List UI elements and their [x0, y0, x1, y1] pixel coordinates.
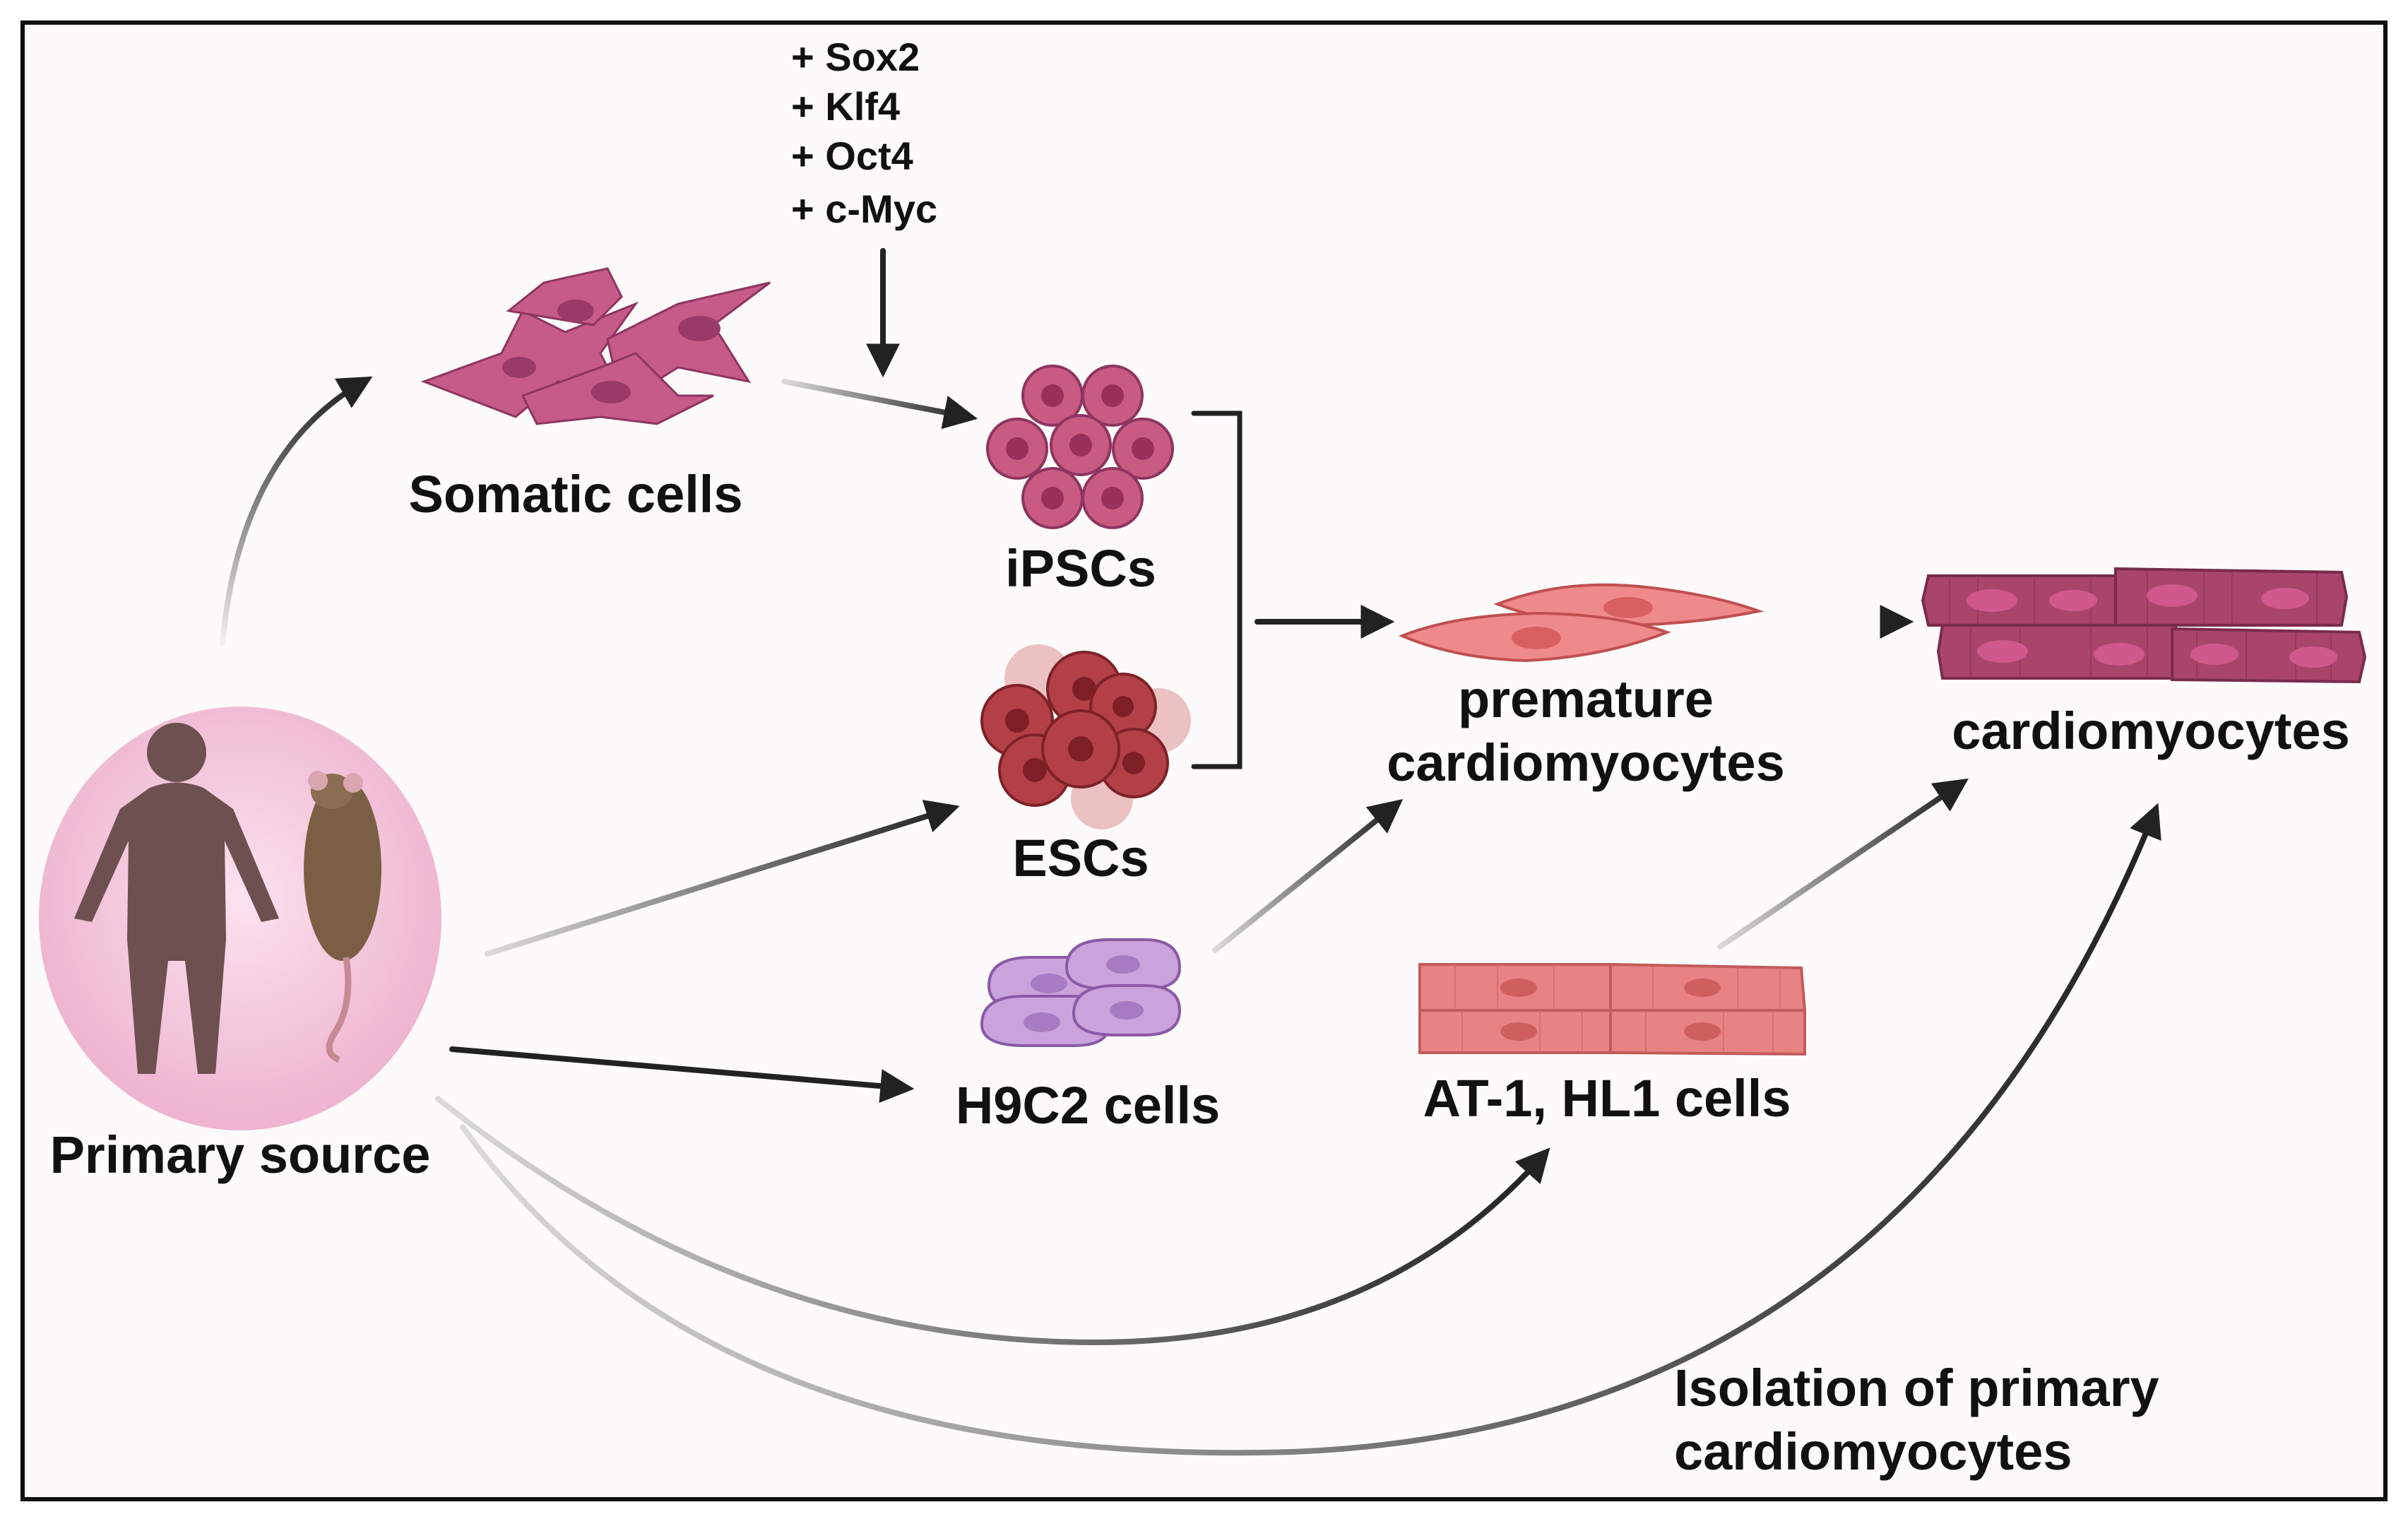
- ipscs-group: iPSCs: [986, 365, 1174, 598]
- arrow-primary-to-somatic: [220, 376, 373, 646]
- arrow-somatic-to-ipscs: [781, 379, 978, 430]
- factor-label: + Oct4: [791, 134, 913, 178]
- premature-cardiomyocytes-group: premature cardiomyocytes: [1387, 583, 1785, 792]
- primary-source-group: Primary source: [39, 707, 441, 1184]
- premature-label-line1: premature: [1458, 670, 1714, 728]
- reprogramming-factors: + Sox2 + Klf4 + Oct4 + c-Myc: [791, 35, 937, 231]
- source-circle: [39, 707, 441, 1130]
- arrow-primary-to-escs: [485, 800, 960, 957]
- escs-group: ESCs: [980, 644, 1191, 887]
- premature-label-line2: cardiomyocytes: [1387, 733, 1785, 792]
- human-silhouette-icon: [74, 723, 279, 1074]
- h9c2-label: H9C2 cells: [956, 1076, 1220, 1135]
- arrow-at-to-cardiomyocytes: [1717, 778, 1969, 950]
- factor-label: + Sox2: [791, 35, 920, 79]
- mouse-icon: [304, 771, 381, 1063]
- escs-label: ESCs: [1012, 829, 1149, 887]
- primary-source-label: Primary source: [50, 1125, 431, 1184]
- bracket-ipscs-escs: [1191, 410, 1242, 769]
- arrow-h9c2-to-premature: [1212, 798, 1404, 953]
- arrows: [220, 248, 2161, 1456]
- factor-label: + Klf4: [791, 84, 900, 129]
- isolation-label-line2: cardiomyocytes: [1674, 1422, 2072, 1481]
- arrow-primary-to-h9c2: [449, 1046, 915, 1104]
- ipscs-label: iPSCs: [1005, 539, 1156, 598]
- diagram-frame: [20, 20, 2388, 1501]
- somatic-cells-label: Somatic cells: [408, 465, 742, 524]
- esc-cluster-icon: [980, 644, 1191, 829]
- h9c2-group: H9C2 cells: [956, 938, 1220, 1135]
- at-hl1-group: AT-1, HL1 cells: [1418, 962, 1807, 1128]
- at-cell-icon: [1418, 962, 1807, 1056]
- cardiomyocytes-group: cardiomyocytes: [1921, 567, 2367, 760]
- cardiomyocytes-label: cardiomyocytes: [1952, 702, 2350, 760]
- factor-label: + c-Myc: [791, 187, 937, 231]
- at-hl1-label: AT-1, HL1 cells: [1423, 1069, 1791, 1128]
- arrow-primary-to-cardiomyocytes-isolation: [460, 803, 2161, 1456]
- somatic-cells-group: Somatic cells: [408, 267, 771, 524]
- isolation-label-line1: Isolation of primary: [1674, 1359, 2159, 1417]
- arrow-primary-to-at: [435, 1096, 1550, 1346]
